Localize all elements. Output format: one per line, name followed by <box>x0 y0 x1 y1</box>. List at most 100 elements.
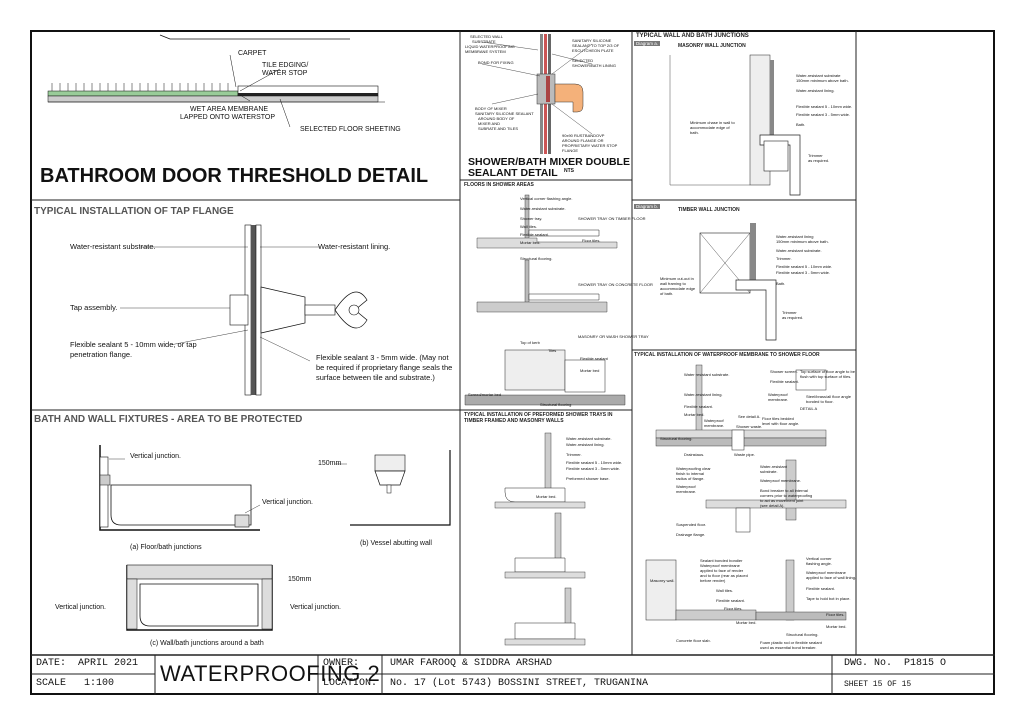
scale-value: 1:100 <box>84 678 115 689</box>
trays-label: Flexible sealant 5 - 10mm wide. <box>566 460 623 465</box>
membrane-label: Masonry wall. <box>650 578 675 583</box>
membrane-label: Sealant bonded bondier <box>700 558 743 563</box>
timber-label: accommodate edge <box>660 286 696 291</box>
timber-label: Trimmer <box>782 310 797 315</box>
membrane-label: Flexible sealant. <box>806 586 835 591</box>
membrane-label: Foam plastic rod or flexible sealant <box>760 640 822 645</box>
timber-label: 150mm minimum above bath. <box>776 239 829 244</box>
mixer-label: LIQUID WATERPROOFING <box>465 44 515 49</box>
timber-label: of bath. <box>660 291 674 296</box>
membrane-label: Bond breaker to all internal <box>760 488 808 493</box>
membrane-label: Shower screen. <box>770 369 798 374</box>
mixer-nts: NTS <box>564 168 574 174</box>
timber-label: as required. <box>782 315 804 320</box>
trays-title: TYPICAL INSTALLATION OF PREFORMED SHOWER… <box>464 412 613 424</box>
bath-label: 150mm <box>318 460 342 467</box>
mixer-label: SHOWER/BATH LINING <box>572 63 616 68</box>
membrane-label: to act as movement joint <box>760 498 804 503</box>
scale-label: SCALE <box>36 678 67 689</box>
threshold-label: TILE EDGING/ <box>262 62 309 69</box>
membrane-drawing <box>645 364 847 621</box>
masonry-label: bath. <box>690 130 699 135</box>
membrane-label: Water-resistant <box>760 464 787 469</box>
junctions-title: TYPICAL WALL AND BATH JUNCTIONS <box>636 33 749 39</box>
bath-label: Vertical junction. <box>55 604 106 611</box>
membrane-label: Vertical corner <box>806 556 832 561</box>
threshold-label: CARPET <box>238 50 267 57</box>
masonry-label: accommodate edge of <box>690 125 730 130</box>
membrane-label: membrane. <box>704 423 725 428</box>
diagram-b-tag: Diagram b. <box>634 204 661 209</box>
membrane-label: Waterproof <box>704 418 724 423</box>
membrane-label: flush with top surface of tiles. <box>800 374 852 379</box>
membrane-label: Waterproof <box>676 484 696 489</box>
membrane-label: Wall tiles. <box>716 588 733 593</box>
shower-floors-label: Floor tiles. <box>582 238 601 243</box>
mixer-drawing <box>481 34 593 154</box>
shower-floors-label: Water-resistant substrate. <box>520 206 566 211</box>
mixer-label: BODY OF MIXER <box>475 106 507 111</box>
trays-label: Mortar bed. <box>536 494 557 499</box>
bath-drawing-a <box>99 445 261 531</box>
membrane-label: Waterproof <box>768 392 788 397</box>
mixer-label: MIXER AND <box>478 121 501 126</box>
tap-drawing <box>120 224 368 396</box>
membrane-label: Water resistant substrate. <box>684 372 730 377</box>
mixer-title-line1: SHOWER/BATH MIXER DOUBLE <box>468 156 630 168</box>
shower-floors-label: Mortar bed <box>580 368 600 373</box>
threshold-title: BATHROOM DOOR THRESHOLD DETAIL <box>40 165 429 187</box>
bath-label: Vertical junction. <box>130 453 181 460</box>
bath-label: (b) Vessel abutting wall <box>360 540 432 547</box>
membrane-label: membrane. <box>768 397 789 402</box>
trays-label: Flexible sealant 3 - 5mm wide. <box>566 466 621 471</box>
membrane-label: level with floor angle. <box>762 421 800 426</box>
membrane-label: Waterproof membrane. <box>760 478 801 483</box>
masonry-label: as required. <box>808 158 830 163</box>
membrane-label: (see detail A). <box>760 503 785 508</box>
mixer-label: ESCUTCHEON PLATE <box>572 48 614 53</box>
membrane-label: Flexible sealant. <box>684 404 713 409</box>
mixer-label: FLANGE <box>562 148 579 153</box>
trays-label: Trimmer. <box>566 452 582 457</box>
masonry-label: Trimmer <box>808 153 823 158</box>
timber-label: Flexible sealant 5 - 10mm wide. <box>776 264 833 269</box>
membrane-label: radius of flange. <box>676 476 705 481</box>
mixer-label: SANITARY SILICONE SEALANT <box>475 111 534 116</box>
diagram-a-tag: Diagram a. <box>634 41 661 46</box>
membrane-label: Tape to hold bot in place. <box>806 596 851 601</box>
timber-label: Trimmer. <box>776 256 792 261</box>
membrane-label: bonded to floor. <box>806 399 834 404</box>
drawing-sheet <box>30 30 995 695</box>
timber-label: wall framing to <box>660 281 686 286</box>
vessel-drawing <box>335 450 451 526</box>
membrane-label: Mortar bed. <box>684 412 705 417</box>
trays-label: Preformed shower base. <box>566 476 610 481</box>
membrane-label: Drainstaus. <box>684 452 705 457</box>
shower-floors-label: Vertical corner flashing angle. <box>520 196 573 201</box>
tap-label: Flexible sealant 5 - 10mm wide, or tap <box>70 340 197 349</box>
shower-floors-drawing <box>464 194 626 406</box>
tap-section-title: TYPICAL INSTALLATION OF TAP FLANGE <box>34 206 234 217</box>
mixer-label: SUBSTRATE <box>472 39 496 44</box>
bath-label: (c) Wall/bath junctions around a bath <box>150 640 264 647</box>
date-label: DATE: <box>36 658 67 669</box>
shower-floors-label: Top of kerb <box>520 340 540 345</box>
timber-title: TIMBER WALL JUNCTION <box>678 207 740 213</box>
shower-floors-label: SHOWER TRAY ON TIMBER FLOOR <box>578 216 646 221</box>
shower-floors-label: Flexible sealant <box>580 356 608 361</box>
mixer-label: SELECTED WALL <box>470 34 503 39</box>
tap-label: surface between tile and substrate.) <box>316 373 435 382</box>
membrane-label: Structural flooring. <box>786 632 819 637</box>
masonry-label: 150mm minimum above bath. <box>796 78 849 83</box>
tap-label: penetration flange. <box>70 350 133 359</box>
owner-label: OWNER: <box>323 658 360 669</box>
membrane-label: used as essential bond breaker. <box>760 645 817 650</box>
mixer-label: MEMBRANE SYSTEM <box>465 49 506 54</box>
membrane-label: Waste pipe. <box>734 452 755 457</box>
bath-label: 150mm <box>288 576 312 583</box>
shower-floors-label: Mortar bed. <box>520 240 541 245</box>
shower-floors-label: Shower tray. <box>520 216 543 221</box>
bath-label: Vertical junction. <box>262 499 313 506</box>
timber-label: Bath. <box>776 281 786 286</box>
membrane-label: Suspended floor. <box>676 522 707 527</box>
